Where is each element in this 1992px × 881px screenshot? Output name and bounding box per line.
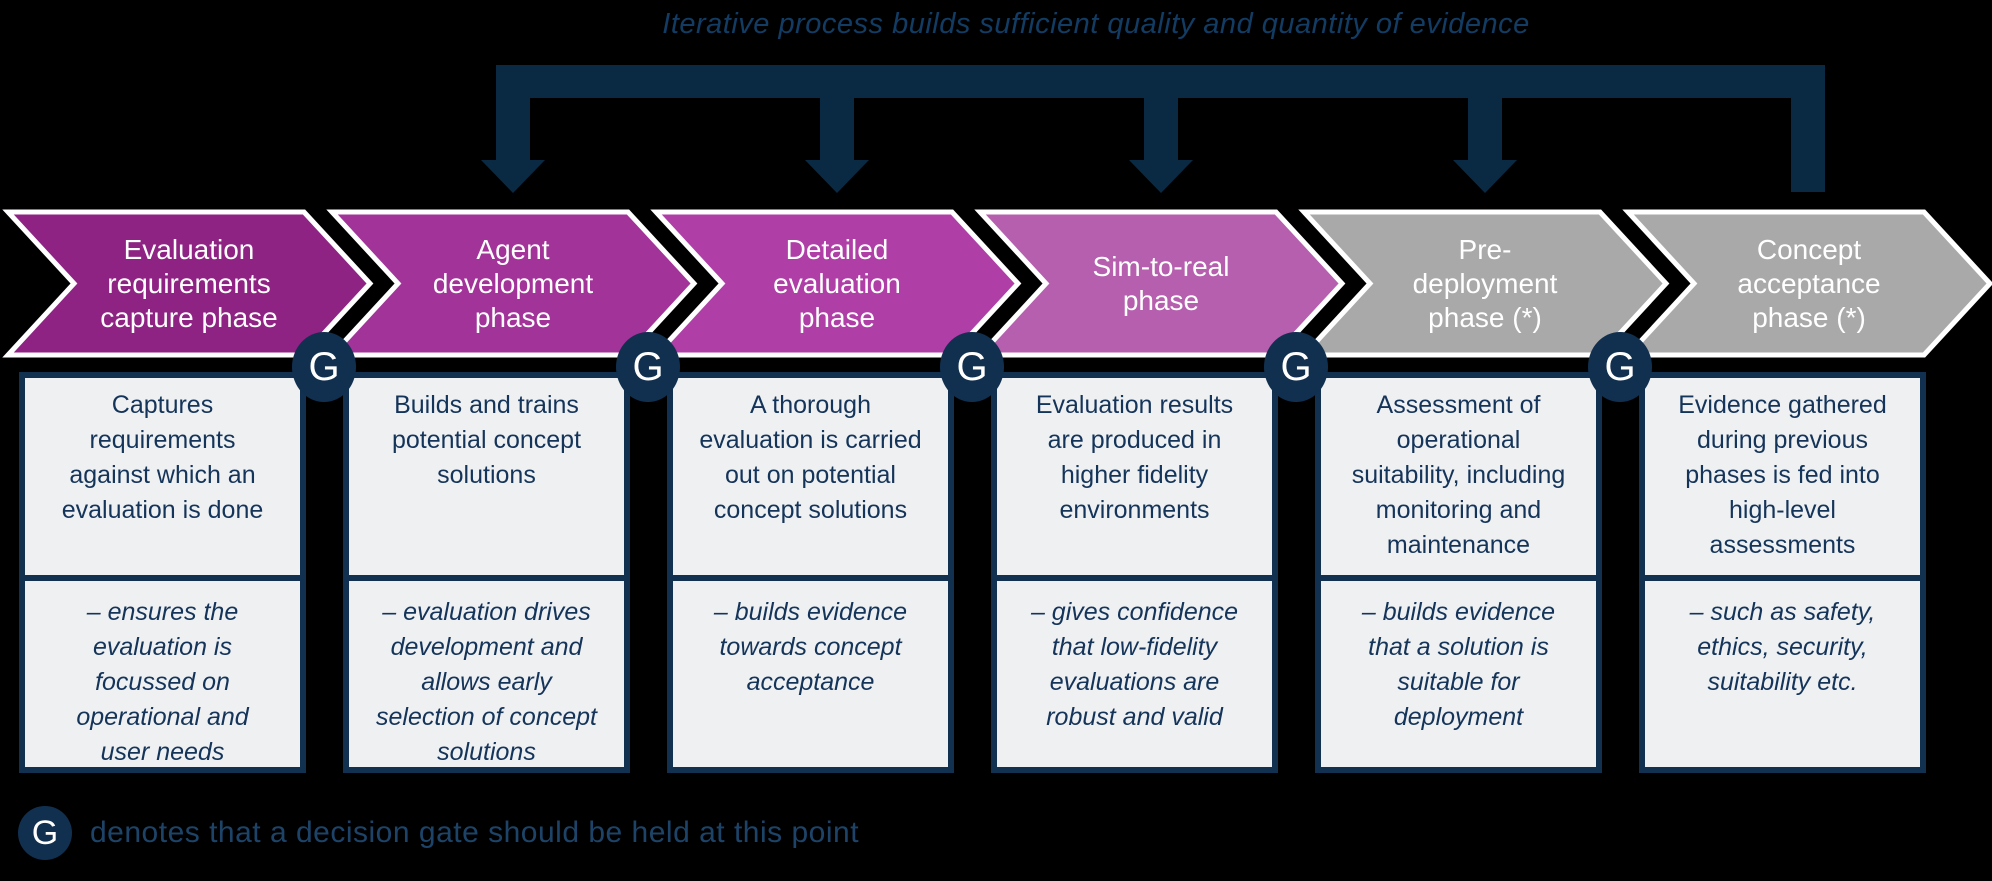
legend: G denotes that a decision gate should be… [18,806,859,860]
phase-2-label: Agent development phase [432,234,594,333]
phase-1-detail: – ensures the evaluation is focussed on … [76,598,249,766]
phase-5-label: Pre- deployment phase (*) [1412,234,1558,333]
decision-gate-2: G [616,332,680,402]
phase-4-summary: Evaluation results are produced in highe… [1035,391,1234,524]
decision-gate-4: G [1264,332,1328,402]
phase-6-detail: – such as safety, ethics, security, suit… [1689,598,1876,696]
phase-4-label: Sim-to-real phase [1092,251,1230,316]
phase-3-detail: – builds evidence towards concept accept… [713,598,908,696]
phase-3-description-box: A thorough evaluation is carried out on … [667,372,954,773]
iteration-caption: Iterative process builds sufficient qual… [662,8,1530,40]
phase-5-description-box: Assessment of operational suitability, i… [1315,372,1602,773]
phase-5-detail: – builds evidence that a solution is sui… [1361,598,1556,731]
phase-6-label: Concept acceptance phase (*) [1737,234,1881,333]
legend-text: denotes that a decision gate should be h… [90,816,860,849]
decision-gate-1: G [292,332,356,402]
legend-gate-icon: G [18,806,72,860]
decision-gate-3: G [940,332,1004,402]
phase-2-summary: Builds and trains potential concept solu… [391,391,582,489]
phase-4-description-box: Evaluation results are produced in highe… [991,372,1278,773]
phase-2-description-box: Builds and trains potential concept solu… [343,372,630,773]
box-divider [997,575,1272,581]
iteration-arrows [481,65,1825,193]
box-divider [1645,575,1920,581]
phase-6-summary: Evidence gathered during previous phases… [1678,391,1887,559]
phase-1-label: Evaluation requirements capture phase [100,234,278,333]
decision-gate-5: G [1588,332,1652,402]
phase-5-summary: Assessment of operational suitability, i… [1351,391,1566,559]
phase-1-summary: Captures requirements against which an e… [61,391,264,524]
phase-6-description-box: Evidence gathered during previous phases… [1639,372,1926,773]
phase-1-description-box: Captures requirements against which an e… [19,372,306,773]
box-divider [349,575,624,581]
phase-4-detail: – gives confidence that low-fidelity eva… [1030,598,1239,731]
box-divider [673,575,948,581]
phase-3-summary: A thorough evaluation is carried out on … [699,391,922,524]
box-divider [1321,575,1596,581]
box-divider [25,575,300,581]
phase-2-detail: – evaluation drives development and allo… [376,598,597,766]
phase-3-label: Detailed evaluation phase [773,234,901,333]
